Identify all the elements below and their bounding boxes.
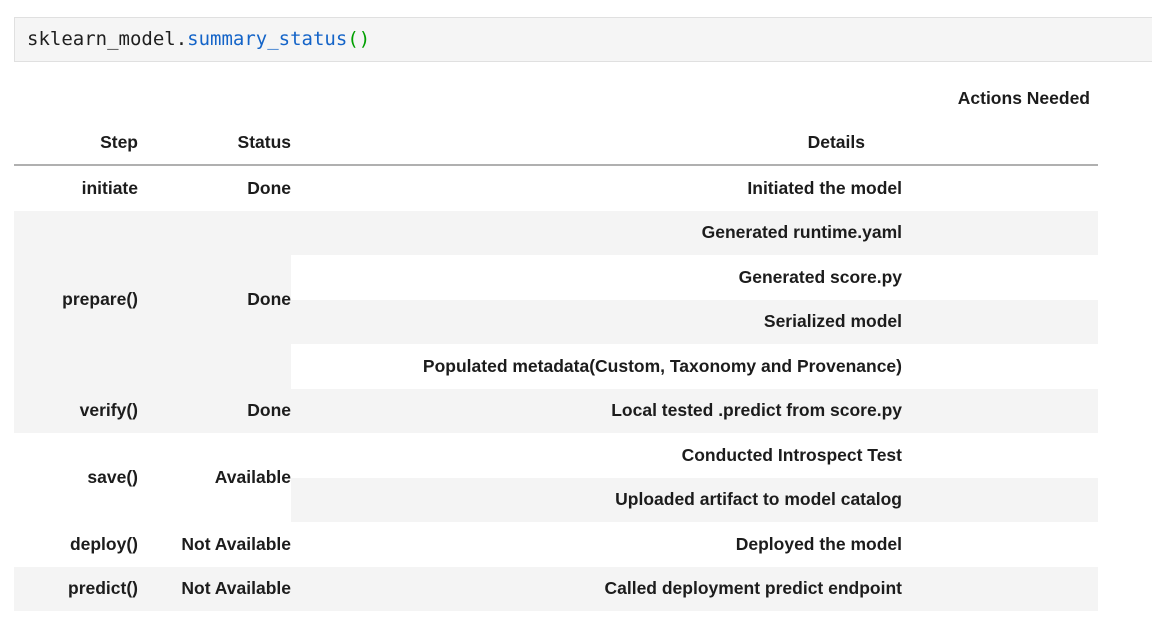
cell-details: Uploaded artifact to model catalog: [291, 477, 1098, 522]
cell-status: Done: [138, 210, 291, 389]
code-method-name: summary_status: [187, 28, 348, 50]
cell-status: Not Available: [138, 522, 291, 567]
code-line: sklearn_model.summary_status(): [15, 18, 1152, 61]
cell-step: deploy(): [14, 522, 138, 567]
cell-status: Not Available: [138, 566, 291, 611]
cell-details: Populated metadata(Custom, Taxonomy and …: [291, 344, 1098, 389]
cell-details: Local tested .predict from score.py: [291, 388, 1098, 433]
cell-details: Called deployment predict endpoint: [291, 566, 1098, 611]
group-header-row: Actions Needed: [14, 76, 1098, 121]
column-header-step: Step: [14, 121, 138, 166]
summary-status-table: Actions Needed Step Status Details initi…: [14, 76, 1098, 611]
cell-step: save(): [14, 433, 138, 522]
summary-status-table-wrap: Actions Needed Step Status Details initi…: [0, 76, 1152, 611]
code-input-cell[interactable]: sklearn_model.summary_status(): [14, 17, 1152, 62]
code-object-name: sklearn_model.: [27, 28, 188, 50]
cell-details: Serialized model: [291, 299, 1098, 344]
column-header-row: Step Status Details: [14, 121, 1098, 166]
group-header-status-spacer: [138, 76, 291, 121]
cell-step: predict(): [14, 566, 138, 611]
table-row: Serialized model: [14, 299, 1098, 344]
cell-details: Initiated the model: [291, 165, 1098, 211]
column-header-details: Details: [291, 121, 1098, 166]
cell-details: Generated runtime.yaml: [291, 210, 1098, 255]
group-header-actions-needed: Actions Needed: [957, 88, 1090, 108]
group-header-step-spacer: [14, 76, 138, 121]
cell-details: Deployed the model: [291, 522, 1098, 567]
column-header-status: Status: [138, 121, 291, 166]
table-row: Generated score.py: [14, 255, 1098, 300]
cell-status: Done: [138, 165, 291, 211]
cell-details: Conducted Introspect Test: [291, 433, 1098, 478]
cell-step: initiate: [14, 165, 138, 211]
table-row: Uploaded artifact to model catalog: [14, 477, 1098, 522]
table-head: Actions Needed Step Status Details: [14, 76, 1098, 166]
table-row: Populated metadata(Custom, Taxonomy and …: [14, 344, 1098, 389]
code-parentheses: (): [347, 28, 371, 50]
cell-step: verify(): [14, 388, 138, 433]
cell-step: prepare(): [14, 210, 138, 389]
cell-status: Available: [138, 433, 291, 522]
cell-details: Generated score.py: [291, 255, 1098, 300]
cell-status: Done: [138, 388, 291, 433]
